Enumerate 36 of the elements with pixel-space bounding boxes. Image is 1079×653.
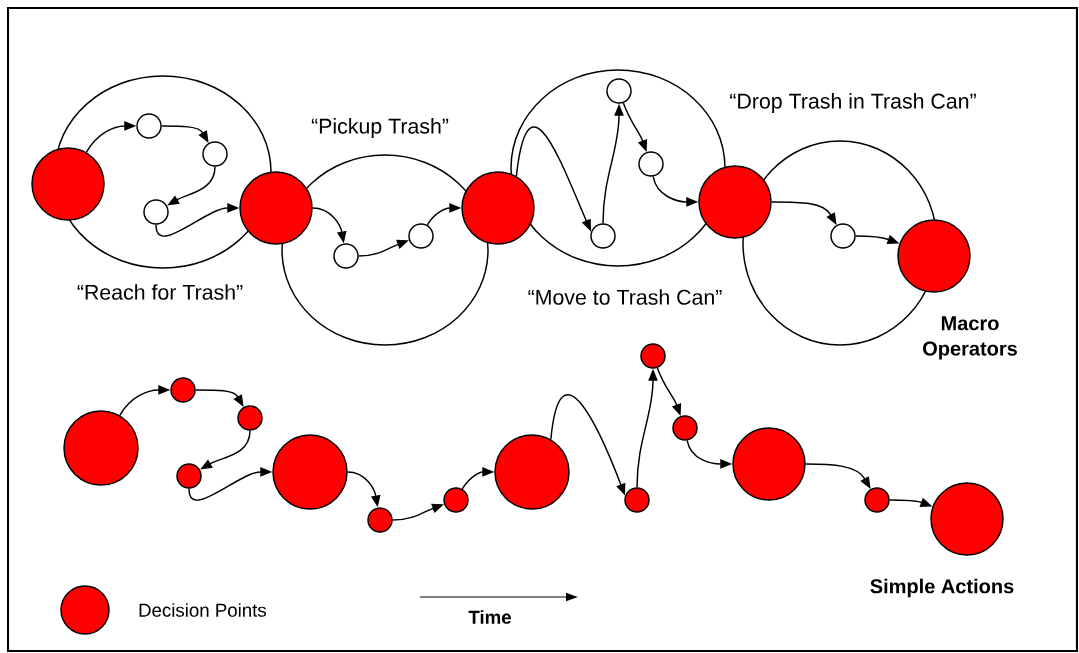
decision-point: [170, 377, 196, 403]
decision-point: [239, 171, 313, 245]
row-label: Simple Actions: [870, 578, 1014, 598]
state-circle: [590, 223, 616, 249]
decision-point: [897, 219, 971, 293]
node-label: “Move to Trash Can”: [528, 289, 722, 305]
state-circle: [136, 113, 162, 139]
state-circle: [202, 141, 228, 167]
decision-point: [698, 165, 772, 239]
state-circle: [408, 223, 434, 249]
decision-point: [443, 487, 469, 513]
decision-point: [640, 343, 666, 369]
node-label: “Drop Trash in Trash Can”: [730, 93, 976, 113]
row-label: Macro Operators: [923, 316, 1017, 360]
decision-point: [367, 507, 393, 533]
decision-point: [176, 463, 202, 489]
decision-point: [272, 434, 348, 510]
decision-point: [864, 487, 890, 513]
decision-point: [732, 427, 806, 501]
state-circle: [333, 243, 359, 269]
state-circle: [143, 199, 169, 225]
node-label: “Reach for Trash”: [77, 284, 243, 300]
decision-point: [930, 482, 1004, 556]
node-label: “Pickup Trash”: [311, 118, 449, 138]
decision-point: [494, 434, 570, 510]
state-circle: [830, 223, 856, 249]
legend-label: Decision Points: [139, 603, 266, 617]
state-circle: [638, 151, 664, 177]
decision-point: [63, 410, 139, 486]
decision-point: [672, 415, 698, 441]
decision-point: [31, 147, 105, 221]
decision-point: [461, 171, 535, 245]
decision-point: [624, 487, 650, 513]
state-circle: [606, 78, 632, 104]
decision-point: [237, 405, 263, 431]
time-label: Time: [468, 610, 511, 624]
